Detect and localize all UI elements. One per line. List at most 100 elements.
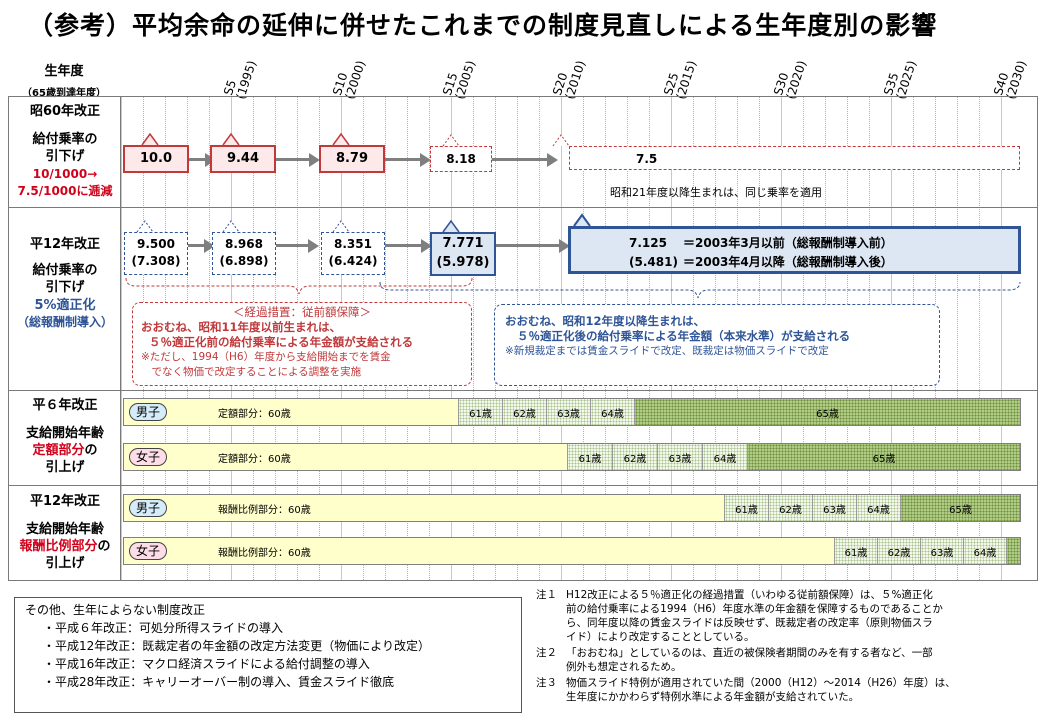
sec1-value-box-wide: 7.5 bbox=[569, 146, 1020, 170]
tick-s40: S40(2030) bbox=[991, 58, 1030, 102]
grid-line bbox=[979, 96, 980, 580]
bar-segment-age: 63歳 bbox=[921, 538, 964, 564]
footnote-body: H12改正による５％適正化の経過措置（いわゆる従前額保障）は、５%適正化 前の給… bbox=[566, 588, 943, 644]
footnotes: 注１ H12改正による５％適正化の経過措置（いわゆる従前額保障）は、５%適正化 … bbox=[536, 588, 1030, 704]
sec2-value-post: (6.424) bbox=[328, 254, 378, 268]
sec2-note-red: ＜経過措置：従前額保障＞ おおむね、昭和11年度以前生まれは、 ５％適正化前の給… bbox=[132, 302, 472, 386]
note-red-line: でなく物価で改定することによる調整を実施 bbox=[141, 366, 362, 378]
sec1-pointer bbox=[141, 132, 159, 146]
sec1-pointer bbox=[552, 134, 570, 147]
tick-s5: S5(1995) bbox=[221, 58, 260, 102]
frame-right bbox=[1037, 96, 1038, 580]
sec2-value-post: (6.898) bbox=[219, 254, 269, 268]
footnote-line: 前の給付乗率による1994（H6）年度水準の年金額を保障するものであることか bbox=[566, 603, 943, 615]
section-divider bbox=[8, 390, 1038, 391]
bar-segment-age65: 65歳 bbox=[901, 495, 1020, 521]
male-label: 男子 bbox=[129, 499, 168, 517]
sec2-blue2: （総報酬制導入） bbox=[16, 315, 113, 329]
sec2-pointer bbox=[332, 220, 350, 233]
sec1-sub1: 給付乗率の bbox=[32, 132, 98, 147]
sec2-pointer bbox=[573, 213, 591, 227]
sec1-pointer bbox=[222, 132, 240, 146]
frame-label-divider bbox=[120, 96, 121, 580]
sec1-arrow bbox=[382, 158, 422, 161]
sec1-value-box: 8.79 bbox=[319, 145, 385, 173]
note-blue-line: ※新規裁定までは賃金スライドで改定、既裁定は物価スライドで改定 bbox=[505, 345, 829, 357]
bar-segment-age65 bbox=[1007, 538, 1020, 564]
sec4-male-bar: 報酬比例部分：60歳 61歳 62歳 63歳 64歳 65歳 bbox=[123, 494, 1021, 522]
bar-segment-age: 61歳 bbox=[835, 538, 878, 564]
footnote-line: H12改正による５％適正化の経過措置（いわゆる従前額保障）は、５%適正化 bbox=[566, 589, 933, 601]
bar-segment-age65: 65歳 bbox=[748, 444, 1020, 470]
note-blue-line: ５％適正化後の給付乗率による年金額（本来水準）が支給される bbox=[517, 329, 851, 343]
footnote-label: 注２ bbox=[536, 647, 557, 659]
bar-segment-age: 62歳 bbox=[878, 538, 921, 564]
tick-s10: S10(2000) bbox=[330, 58, 369, 102]
section-divider bbox=[8, 207, 1038, 208]
bar-segment-age: 62歳 bbox=[503, 399, 547, 425]
sec2-arrow bbox=[275, 244, 311, 247]
page-title: （参考）平均余命の延伸に併せたこれまでの制度見直しによる生年度別の影響 bbox=[28, 11, 938, 40]
sec2-title: 平12年改正 bbox=[29, 237, 101, 252]
tick-s35: S35(2025) bbox=[881, 58, 920, 102]
sec1-arrowhead bbox=[547, 153, 558, 167]
bar-segment-age: 63歳 bbox=[658, 444, 703, 470]
sec1-arrowhead bbox=[309, 153, 320, 167]
sec4-sub-red: 報酬比例部分の bbox=[19, 539, 111, 554]
male-label: 男子 bbox=[129, 403, 168, 421]
sec1-value-box: 8.18 bbox=[430, 146, 492, 172]
female-label: 女子 bbox=[129, 448, 168, 466]
sec3-sub1: 支給開始年齢 bbox=[25, 426, 104, 441]
sec2-big-box: 7.125＝2003年3月以前（総報酬制導入前） (5.481)＝2003年4月… bbox=[568, 226, 1021, 274]
bar-segment-age: 61歳 bbox=[568, 444, 613, 470]
sec3-sub2: 引上げ bbox=[45, 460, 85, 475]
footnote-line: ら、同年度以降の賃金スライドは反映せず、既裁定者の改定率（原則物価スラ bbox=[566, 617, 933, 629]
sec2-arrowhead bbox=[204, 239, 215, 253]
bar-segment-age: 64歳 bbox=[591, 399, 635, 425]
sec1-sub2: 引下げ bbox=[45, 149, 85, 164]
footnote-line: 例外も想定されるため。 bbox=[566, 661, 682, 673]
sec3-female-bar: 定額部分：60歳 61歳 62歳 63歳 64歳 65歳 bbox=[123, 443, 1021, 471]
section-divider bbox=[8, 96, 1038, 97]
note-red-line: おおむね、昭和11年度以前生まれは、 bbox=[141, 320, 342, 334]
sec2-value: 9.500 bbox=[137, 237, 175, 251]
section-divider bbox=[8, 580, 1038, 581]
sec2-sub1: 給付乗率の bbox=[32, 263, 98, 278]
sec2-value-post: (7.308) bbox=[131, 254, 181, 268]
sec2-note-blue: おおむね、昭和12年度以降生まれは、 ５％適正化後の給付乗率による年金額（本来水… bbox=[494, 304, 940, 386]
footnote: 注１ H12改正による５％適正化の経過措置（いわゆる従前額保障）は、５%適正化 … bbox=[536, 588, 1030, 644]
bar-segment-base: 報酬比例部分：60歳 bbox=[124, 495, 725, 521]
other-reforms-item: ・平成６年改正：可処分所得スライドの導入 bbox=[43, 621, 284, 635]
footnote-line: イド）により改定することとしている。 bbox=[566, 631, 755, 643]
bar-segment-age: 63歳 bbox=[547, 399, 591, 425]
bar-segment-age: 64歳 bbox=[964, 538, 1007, 564]
note-red-line: ５％適正化前の給付乗率による年金額が支給される bbox=[149, 335, 414, 349]
sec2-arrow bbox=[384, 244, 424, 247]
other-reforms-item: ・平成28年改正：キャリーオーバー制の導入、賃金スライド徹底 bbox=[43, 675, 395, 689]
footnote-line: 「おおむね」としているのは、直近の被保険者期間のみを有する者など、一部 bbox=[566, 647, 933, 659]
age65-year-header: （65歳到達年度） bbox=[22, 88, 106, 99]
female-label: 女子 bbox=[129, 542, 168, 560]
bar-segment-base: 定額部分：60歳 bbox=[124, 444, 568, 470]
sec2-value: 8.351 bbox=[334, 237, 372, 251]
footnote-body: 「おおむね」としているのは、直近の被保険者期間のみを有する者など、一部 例外も想… bbox=[566, 646, 933, 674]
sec1-pointer bbox=[332, 132, 350, 146]
sec4-sub2: 引上げ bbox=[45, 556, 85, 571]
sec2-value-post: (5.978) bbox=[436, 255, 490, 270]
note-blue-line: おおむね、昭和12年度以降生まれは、 bbox=[505, 314, 706, 328]
sec1-pointer bbox=[442, 134, 460, 147]
sec3-sub-red: 定額部分の bbox=[32, 443, 98, 458]
bar-segment-age: 62歳 bbox=[769, 495, 813, 521]
bar-segment-age: 64歳 bbox=[703, 444, 748, 470]
footnote-line: 生年度にかかわらず特例水準による年金額が支給されていた。 bbox=[566, 691, 860, 703]
sec1-arrow bbox=[187, 158, 211, 161]
bar-segment-age: 61歳 bbox=[459, 399, 503, 425]
sec2-arrowhead bbox=[308, 239, 319, 253]
sec2-sub2: 引下げ bbox=[45, 280, 85, 295]
sec4-female-bar: 報酬比例部分：60歳 61歳 62歳 63歳 64歳 bbox=[123, 537, 1021, 565]
sec2-value-box: 8.968(6.898) bbox=[212, 232, 276, 275]
section-divider bbox=[8, 485, 1038, 486]
grid-line bbox=[957, 96, 958, 580]
bar-segment-base: 定額部分：60歳 bbox=[124, 399, 459, 425]
sec2-blue1: 5%適正化 bbox=[34, 298, 96, 313]
